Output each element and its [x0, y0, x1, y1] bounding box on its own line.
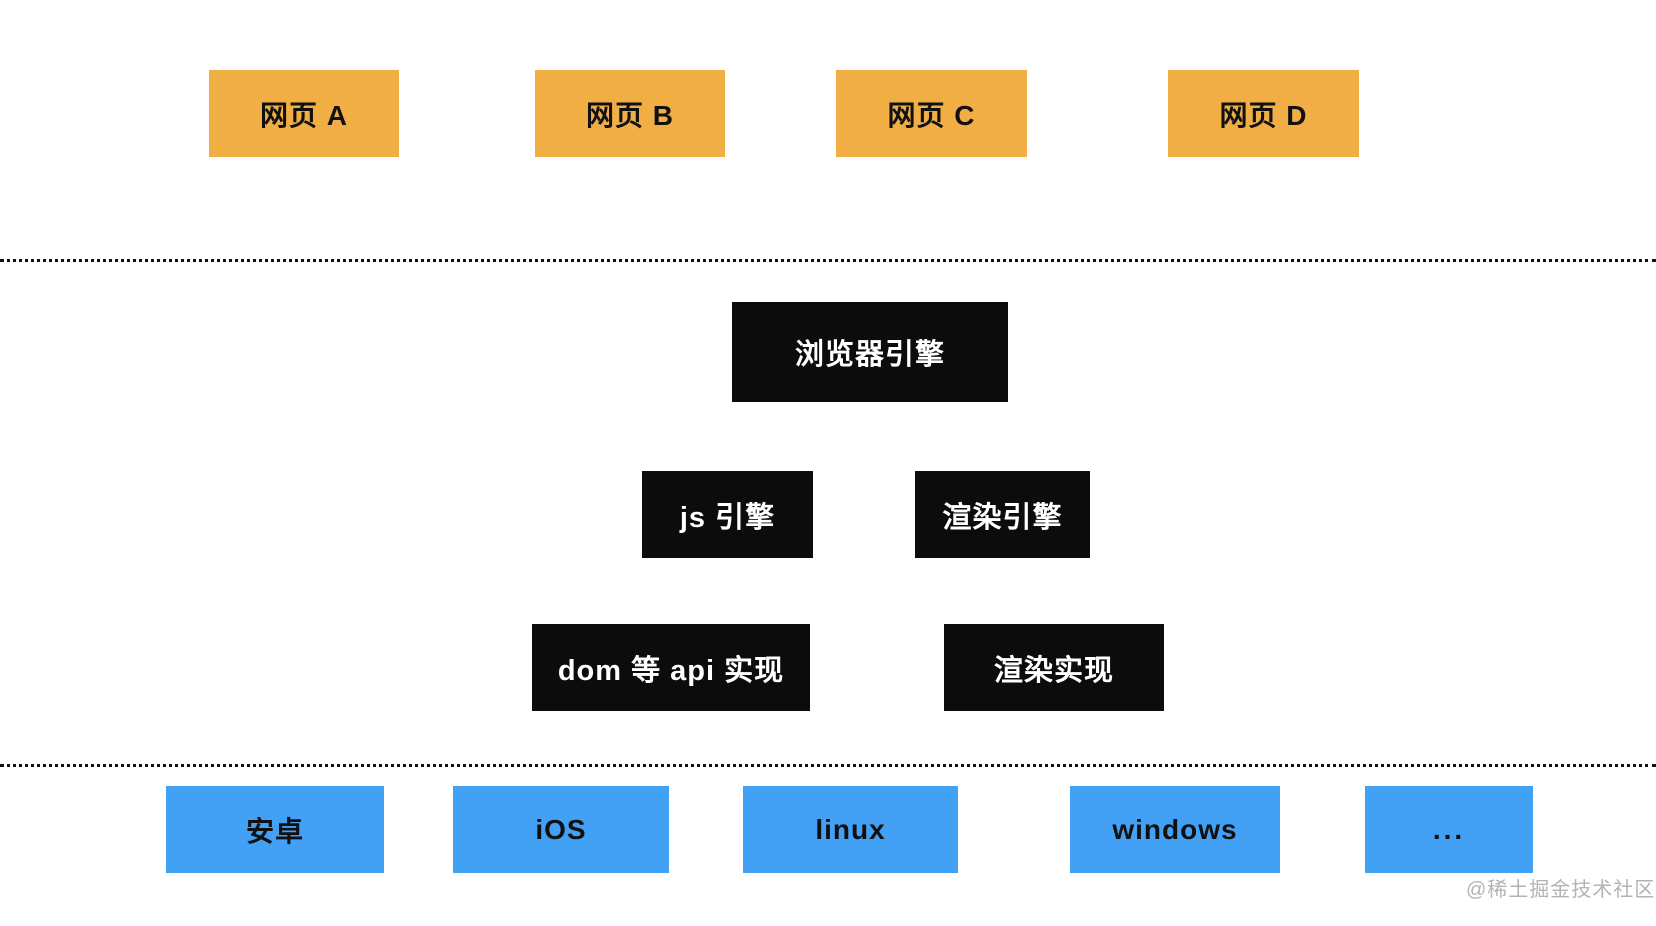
platform-linux-box: linux	[743, 786, 958, 873]
platform-windows-box: windows	[1070, 786, 1280, 873]
js-engine-box: js 引擎	[642, 471, 813, 558]
render-engine-box: 渲染引擎	[915, 471, 1090, 558]
render-impl-box: 渲染实现	[944, 624, 1164, 711]
platform-android-box: 安卓	[166, 786, 384, 873]
separator-dotted-bottom	[0, 764, 1656, 767]
webpage-c-box: 网页 C	[836, 70, 1027, 157]
juejin-watermark: @稀土掘金技术社区	[1466, 879, 1656, 901]
browser-engine-box: 浏览器引擎	[732, 302, 1008, 402]
webpage-a-box: 网页 A	[209, 70, 399, 157]
webpage-d-box: 网页 D	[1168, 70, 1359, 157]
dom-api-impl-box: dom 等 api 实现	[532, 624, 810, 711]
separator-dotted-top	[0, 259, 1656, 262]
webpage-b-box: 网页 B	[535, 70, 725, 157]
platform-ios-box: iOS	[453, 786, 669, 873]
platform-ellipsis-box: ...	[1365, 786, 1533, 873]
